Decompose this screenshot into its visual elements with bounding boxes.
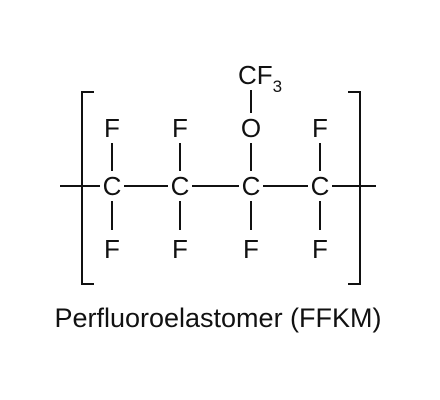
atom-f-bottom-4: F xyxy=(312,234,328,264)
cf3-subscript: 3 xyxy=(273,77,282,96)
cf3-group-label: CF3 xyxy=(238,60,282,96)
atom-c-2: C xyxy=(171,171,190,201)
atom-f-top-2: F xyxy=(172,113,188,143)
cf3-carbon-fluorine: CF xyxy=(238,60,273,90)
atom-f-top-1: F xyxy=(104,113,120,143)
atom-f-bottom-1: F xyxy=(104,234,120,264)
left-bracket xyxy=(81,91,94,285)
atom-o: O xyxy=(241,113,261,143)
diagram-caption: Perfluoroelastomer (FFKM) xyxy=(54,303,381,333)
atom-c-4: C xyxy=(311,171,330,201)
right-bracket xyxy=(348,91,361,285)
atom-f-top-4: F xyxy=(312,113,328,143)
atom-c-3: C xyxy=(242,171,261,201)
atom-c-1: C xyxy=(103,171,122,201)
atom-f-bottom-2: F xyxy=(172,234,188,264)
atom-f-bottom-3: F xyxy=(243,234,259,264)
